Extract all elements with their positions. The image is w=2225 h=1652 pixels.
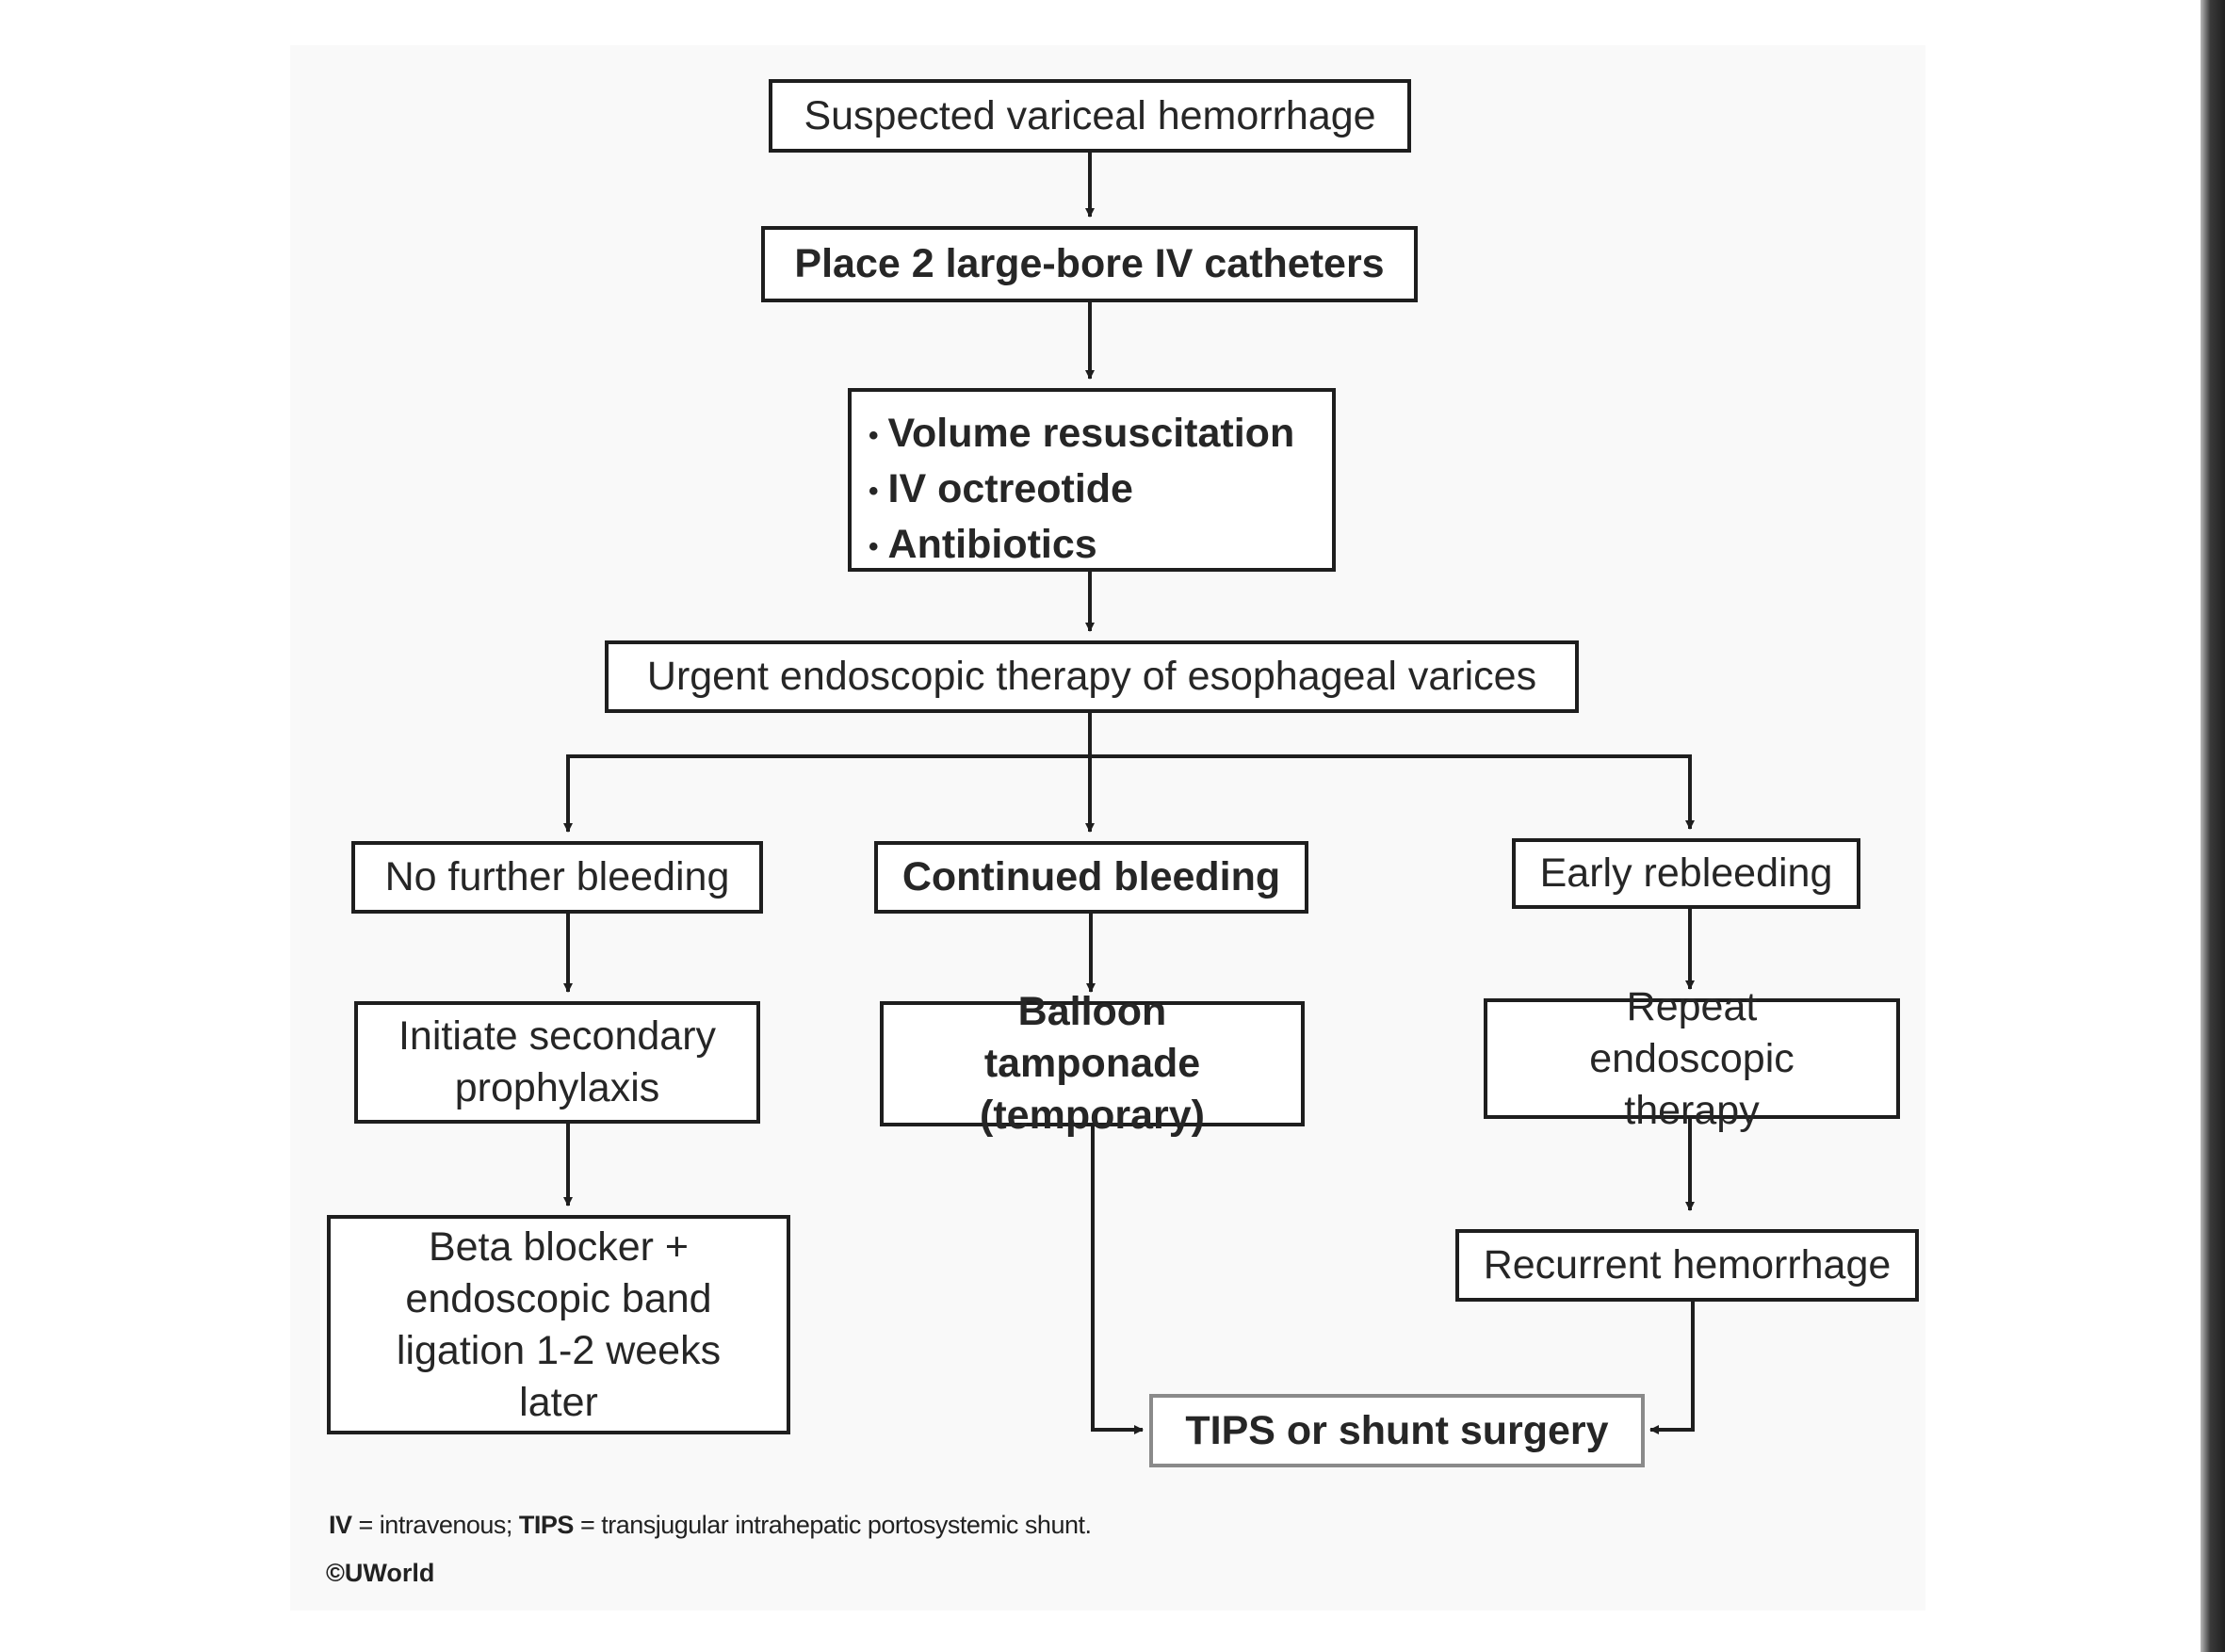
node-tips-shunt-surgery: TIPS or shunt surgery [1149, 1394, 1645, 1467]
node-initial-steps: Volume resuscitation IV octreotide Antib… [848, 388, 1336, 572]
node-label: Urgent endoscopic therapy of esophageal … [646, 654, 1537, 699]
node-recurrent-hemorrhage: Recurrent hemorrhage [1455, 1229, 1919, 1302]
node-no-further-bleeding: No further bleeding [351, 841, 763, 914]
node-label: Continued bleeding [901, 854, 1281, 899]
copyright-notice: ©UWorld [326, 1559, 435, 1587]
list-item: Volume resuscitation [869, 407, 1295, 462]
node-beta-blocker-band-ligation: Beta blocker + endoscopic band ligation … [327, 1215, 790, 1434]
node-label: Initiate secondary prophylaxis [398, 1013, 717, 1110]
edge-shadow [2201, 0, 2225, 1652]
footnote-tips-abbr: TIPS [518, 1511, 575, 1539]
node-label: Place 2 large-bore IV catheters [794, 241, 1385, 286]
node-label: No further bleeding [384, 854, 730, 899]
abbreviation-footnote: IV = intravenous; TIPS = transjugular in… [329, 1511, 1092, 1540]
arrow-recurrent-to-tips [1649, 1298, 1695, 1434]
initial-steps-list: Volume resuscitation IV octreotide Antib… [869, 407, 1295, 574]
node-suspected-hemorrhage: Suspected variceal hemorrhage [769, 79, 1411, 153]
node-repeat-endoscopic-therapy: Repeat endoscopic therapy [1484, 984, 1900, 1133]
node-place-iv-catheters: Place 2 large-bore IV catheters [761, 226, 1418, 302]
node-label: Early rebleeding [1539, 850, 1833, 896]
node-balloon-tamponade: Balloon tamponade (temporary) [880, 989, 1305, 1138]
footnote-iv-definition: = intravenous; [358, 1511, 513, 1539]
list-item: Antibiotics [869, 518, 1294, 574]
node-label: Recurrent hemorrhage [1483, 1242, 1892, 1288]
footnote-iv-abbr: IV [329, 1511, 352, 1539]
node-urgent-endoscopic-therapy: Urgent endoscopic therapy of esophageal … [605, 640, 1579, 713]
node-secondary-prophylaxis: Initiate secondary prophylaxis [354, 1001, 760, 1124]
node-label: Beta blocker + endoscopic band ligation … [396, 1223, 722, 1425]
node-label: Suspected variceal hemorrhage [804, 92, 1376, 138]
arrow-balloon-to-tips [1091, 1126, 1144, 1434]
footnote-tips-definition: = transjugular intrahepatic portosystemi… [579, 1511, 1092, 1539]
list-item: IV octreotide [869, 462, 1294, 518]
node-continued-bleeding: Continued bleeding [874, 841, 1308, 914]
node-label: TIPS or shunt surgery [1185, 1407, 1609, 1453]
node-label: Balloon tamponade (temporary) [980, 989, 1205, 1138]
node-early-rebleeding: Early rebleeding [1512, 838, 1860, 909]
node-label: Repeat endoscopic therapy [1589, 983, 1795, 1133]
